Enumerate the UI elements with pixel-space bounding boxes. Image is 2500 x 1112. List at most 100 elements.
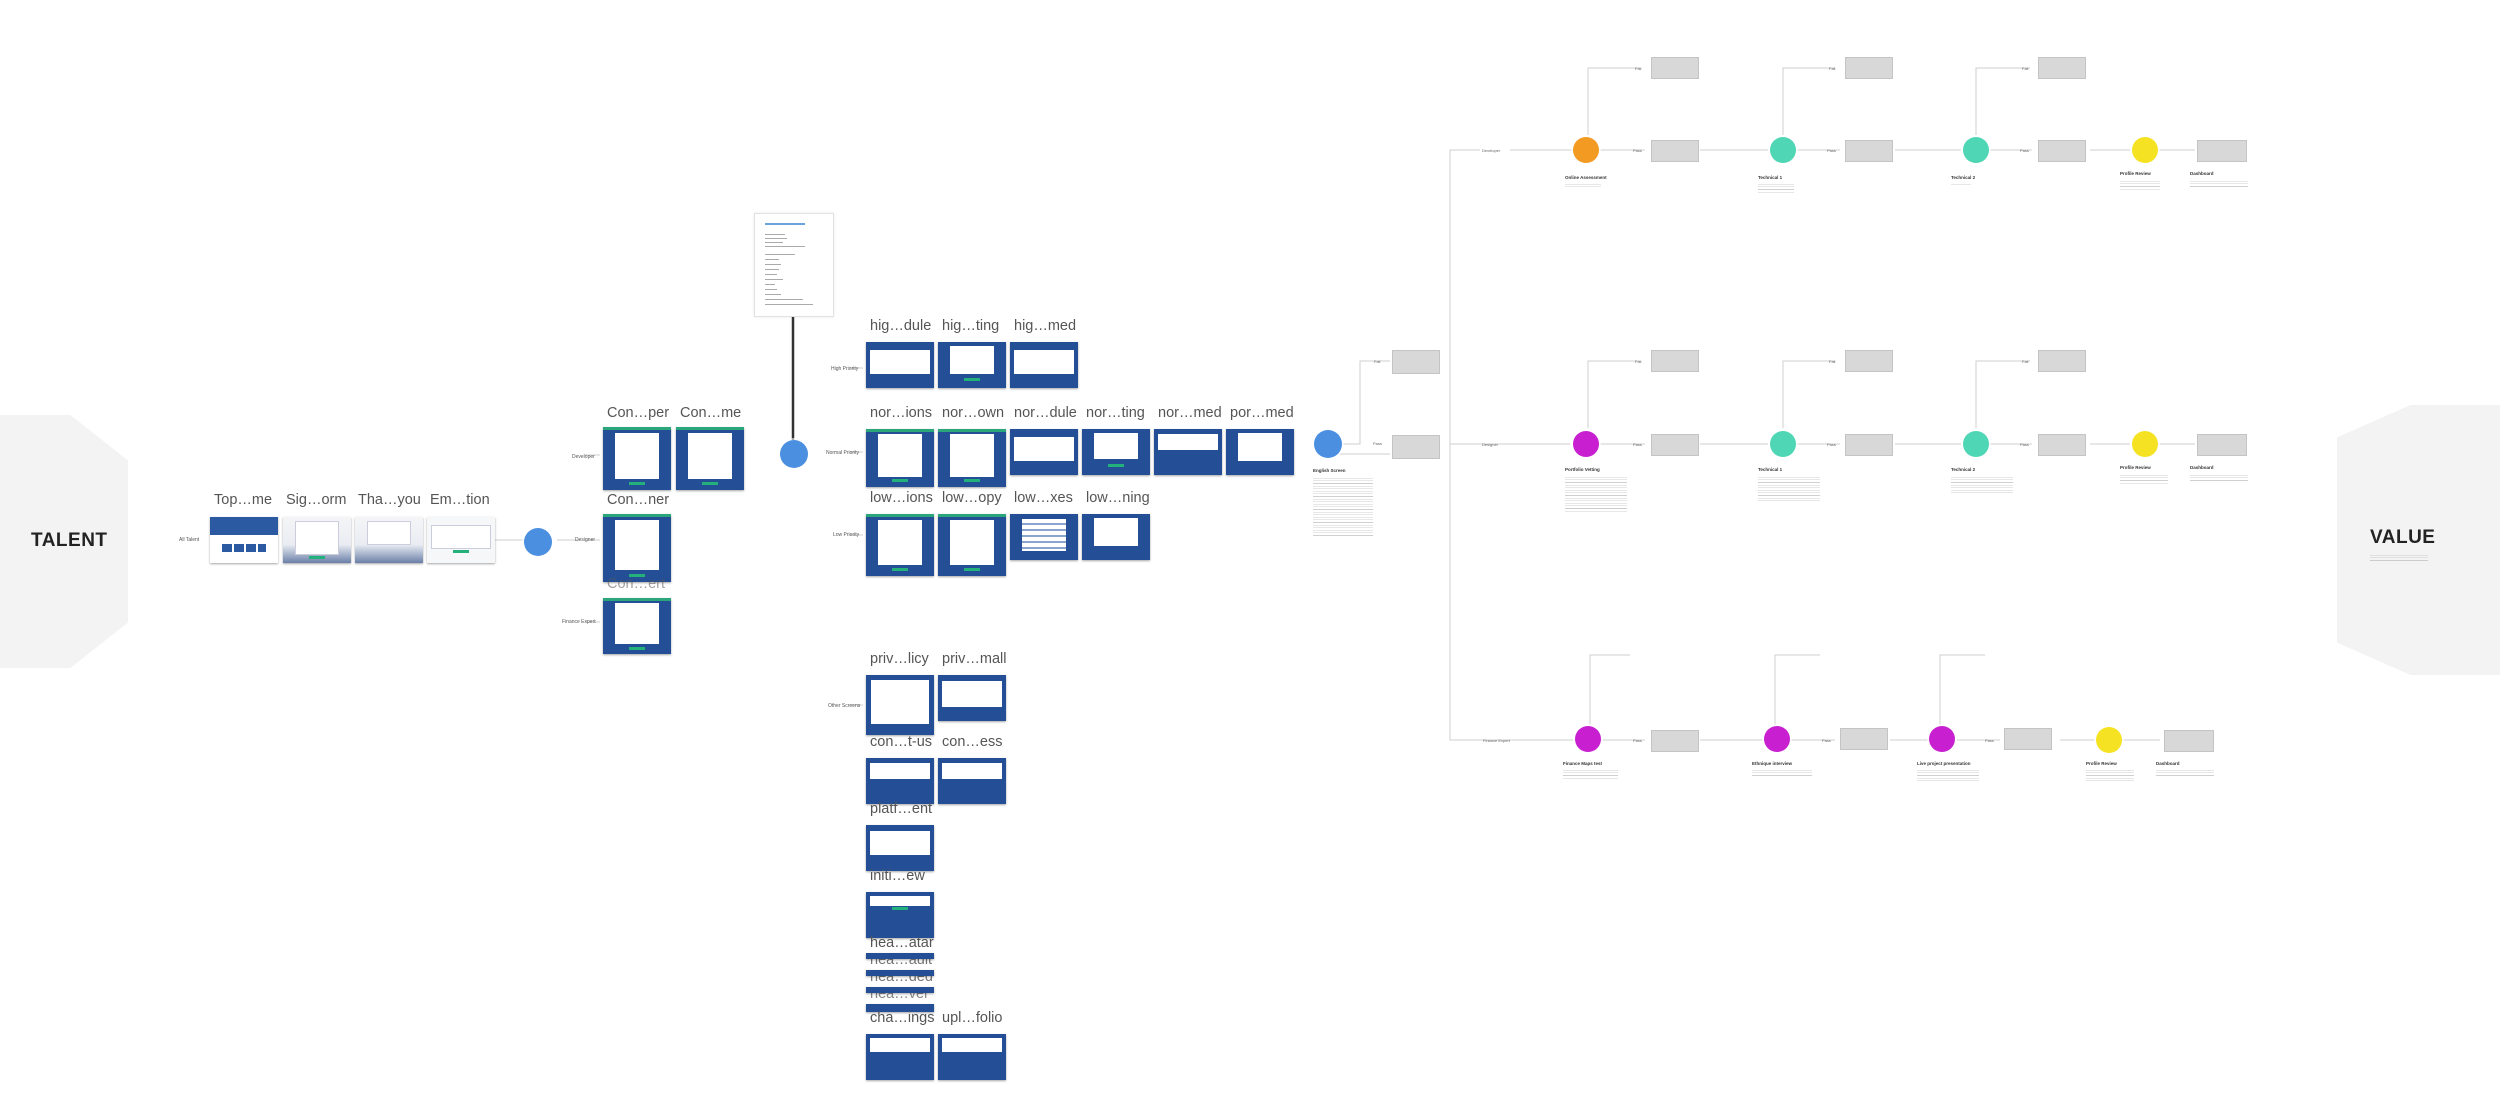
- frame-title: low…xes: [1014, 490, 1073, 506]
- frame-title: Con…per: [607, 405, 670, 421]
- frame-title: Em…tion: [430, 492, 490, 508]
- frame-title: cha…ings: [870, 1010, 935, 1026]
- step-node-profile-review[interactable]: [2132, 431, 2158, 457]
- segment-label: Finance Expert: [562, 619, 596, 625]
- frame-title: nor…own: [942, 405, 1005, 421]
- frame-thumbnail[interactable]: [866, 970, 934, 976]
- reject-box: [1392, 350, 1440, 374]
- step-caption: Profile Review: [2120, 465, 2151, 470]
- priority-label: Normal Priority: [826, 450, 860, 456]
- pass-label: Pass: [2020, 148, 2029, 153]
- priority-label: High Priority: [831, 366, 859, 372]
- step-node-ethnique-interview[interactable]: [1764, 726, 1790, 752]
- reject-box: [1845, 434, 1893, 456]
- frame-thumbnail[interactable]: [866, 825, 934, 871]
- frame-thumbnail[interactable]: [866, 675, 934, 735]
- step-node-technical-1[interactable]: [1770, 137, 1796, 163]
- step-caption: Portfolio Vetting: [1565, 467, 1600, 472]
- frame-thumbnail[interactable]: [283, 517, 351, 563]
- frame-thumbnail[interactable]: [938, 675, 1006, 721]
- frame-thumbnail[interactable]: [603, 598, 671, 654]
- frame-thumbnail[interactable]: [866, 892, 934, 938]
- step-description: [1565, 182, 1601, 187]
- pass-label: Pass: [1633, 442, 1642, 447]
- frame-thumbnail[interactable]: [1082, 429, 1150, 475]
- talent-label: TALENT: [31, 530, 108, 551]
- english-screen-caption: English Screen: [1313, 468, 1346, 473]
- frame-title: low…ions: [870, 490, 933, 506]
- frame-thumbnail[interactable]: [866, 987, 934, 993]
- frame-thumbnail[interactable]: [866, 758, 934, 804]
- frame-thumbnail[interactable]: [866, 514, 934, 576]
- frame-thumbnail[interactable]: [1226, 429, 1294, 475]
- frame-title: Con…ert: [607, 576, 666, 592]
- frame-thumbnail[interactable]: [1010, 429, 1078, 475]
- step-node-technical-2[interactable]: [1963, 137, 1989, 163]
- step-description: [1758, 182, 1794, 194]
- frame-thumbnail[interactable]: [1010, 514, 1078, 560]
- frame-title: hig…dule: [870, 318, 932, 334]
- frame-thumbnail[interactable]: [427, 517, 495, 563]
- step-description: [1563, 768, 1618, 780]
- frame-title: con…ess: [942, 734, 1003, 750]
- frame-thumbnail[interactable]: [938, 429, 1006, 487]
- frame-thumbnail[interactable]: [603, 427, 671, 490]
- english-screen-node[interactable]: [1314, 430, 1342, 458]
- step-description: [1951, 475, 2013, 495]
- talent-end-shape: [0, 415, 128, 668]
- frame-thumbnail[interactable]: [210, 517, 278, 563]
- frame-title: hig…ting: [942, 318, 1000, 334]
- frame-thumbnail[interactable]: [676, 427, 744, 490]
- step-node-technical-1[interactable]: [1770, 431, 1796, 457]
- frame-thumbnail[interactable]: [938, 758, 1006, 804]
- dashboard-caption: Dashboard: [2156, 761, 2180, 766]
- fail-label: Fail: [1829, 359, 1836, 364]
- frame-thumbnail[interactable]: [938, 342, 1006, 388]
- frame-title: priv…mall: [942, 651, 1007, 667]
- step-node-technical-2[interactable]: [1963, 431, 1989, 457]
- step-caption: Online Assessment: [1565, 175, 1607, 180]
- segment-node[interactable]: [524, 528, 552, 556]
- frame-thumbnail[interactable]: [866, 1034, 934, 1080]
- frame-thumbnail[interactable]: [866, 429, 934, 487]
- frame-thumbnail[interactable]: [938, 514, 1006, 576]
- step-caption: Technical 1: [1758, 175, 1783, 180]
- value-label: VALUE: [2370, 527, 2436, 548]
- frame-thumbnail[interactable]: [866, 342, 934, 388]
- reject-box: [2004, 728, 2052, 750]
- english-screen-description: [1313, 476, 1373, 536]
- step-caption: Technical 2: [1951, 175, 1976, 180]
- frame-thumbnail[interactable]: [938, 1034, 1006, 1080]
- frame-title: Con…me: [680, 405, 742, 421]
- frame-thumbnail[interactable]: [603, 514, 671, 582]
- frame-thumbnail[interactable]: [866, 1004, 934, 1012]
- reject-box: [1845, 140, 1893, 162]
- frame-thumbnail[interactable]: [1010, 342, 1078, 388]
- step-node-online-assessment[interactable]: [1573, 137, 1599, 163]
- priority-node[interactable]: [780, 440, 808, 468]
- step-node-finance-maps-test[interactable]: [1575, 726, 1601, 752]
- priority-label: Low Priority: [833, 532, 860, 538]
- frame-thumbnail[interactable]: [866, 953, 934, 959]
- step-node-live-project-presentation[interactable]: [1929, 726, 1955, 752]
- reject-box: [1651, 730, 1699, 752]
- step-description: [1917, 768, 1979, 782]
- dashboard-box: [2164, 730, 2214, 752]
- step-description: [1951, 182, 1971, 186]
- entry-label: All Talent: [179, 537, 200, 543]
- frame-thumbnail[interactable]: [355, 517, 423, 563]
- step-node-profile-review[interactable]: [2132, 137, 2158, 163]
- notes-document[interactable]: [754, 213, 834, 317]
- frame-thumbnail[interactable]: [1154, 429, 1222, 475]
- segment-label: Developer: [572, 454, 595, 460]
- frame-title: priv…licy: [870, 651, 929, 667]
- step-caption: Finance Maps test: [1563, 761, 1603, 766]
- frame-thumbnail[interactable]: [1082, 514, 1150, 560]
- step-node-portfolio-vetting[interactable]: [1573, 431, 1599, 457]
- step-description: [1752, 768, 1812, 776]
- frame-title: por…med: [1230, 405, 1294, 421]
- segment-label: Designer: [575, 537, 596, 543]
- step-node-profile-review[interactable]: [2096, 727, 2122, 753]
- reject-box: [2038, 350, 2086, 372]
